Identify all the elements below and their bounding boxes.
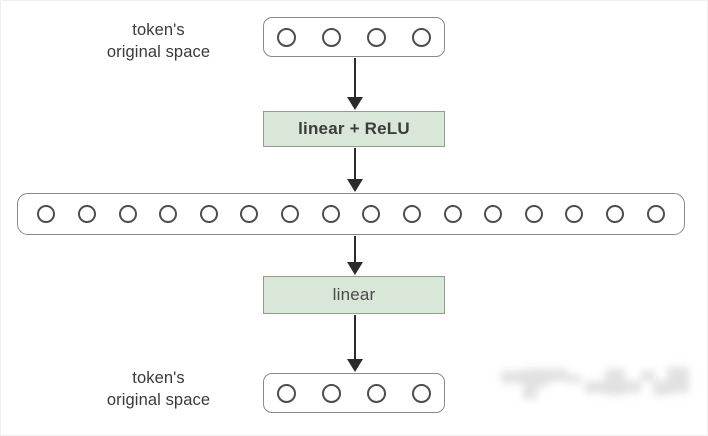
unit-circle xyxy=(606,205,625,223)
unit-circle xyxy=(118,205,137,223)
operation-box-linear: linear xyxy=(263,276,445,314)
blurred-watermark xyxy=(501,367,691,403)
operation-label: linear xyxy=(332,285,376,304)
operation-label: linear + ReLU xyxy=(298,119,410,138)
watermark-block xyxy=(523,387,537,399)
watermark-block xyxy=(667,367,689,393)
arrow-head xyxy=(347,359,363,372)
top-space-label: token's original space xyxy=(106,21,211,61)
arrow-relu-to-hidden-icon xyxy=(347,148,364,192)
unit-circle xyxy=(412,27,431,47)
bottom-space-label: token's original space xyxy=(106,369,211,409)
unit-circle xyxy=(367,27,386,47)
arrow-stem xyxy=(354,58,357,98)
unit-circle xyxy=(277,383,296,403)
unit-circle xyxy=(362,205,381,223)
unit-circle xyxy=(412,383,431,403)
arrow-head xyxy=(347,97,363,110)
arrow-head xyxy=(347,262,363,275)
unit-circle xyxy=(321,205,340,223)
unit-circle xyxy=(322,27,341,47)
watermark-block xyxy=(523,369,549,387)
expanded-hidden-vector-box xyxy=(17,193,685,235)
unit-circle xyxy=(281,205,300,223)
unit-circle xyxy=(484,205,503,223)
unit-circle xyxy=(322,383,341,403)
arrow-linear-to-output-icon xyxy=(347,315,364,372)
watermark-block xyxy=(625,381,641,393)
arrow-stem xyxy=(354,236,357,263)
unit-circle xyxy=(77,205,96,223)
unit-circle xyxy=(402,205,421,223)
watermark-block xyxy=(653,381,671,395)
operation-box-linear-relu: linear + ReLU xyxy=(263,111,445,147)
unit-circle xyxy=(240,205,259,223)
unit-circle xyxy=(443,205,462,223)
watermark-block xyxy=(567,375,581,383)
watermark-block xyxy=(585,381,605,393)
watermark-block xyxy=(641,371,655,381)
unit-circle xyxy=(159,205,178,223)
arrow-hidden-to-linear-icon xyxy=(347,236,364,275)
unit-circle xyxy=(565,205,584,223)
unit-circle xyxy=(646,205,665,223)
unit-circle xyxy=(367,383,386,403)
input-token-vector-box xyxy=(263,17,445,57)
watermark-block xyxy=(605,369,625,395)
output-token-vector-box xyxy=(263,373,445,413)
arrow-head xyxy=(347,179,363,192)
unit-circle xyxy=(524,205,543,223)
arrow-input-to-relu-icon xyxy=(347,58,364,110)
watermark-block xyxy=(549,369,567,381)
arrow-stem xyxy=(354,315,357,360)
unit-circle xyxy=(199,205,218,223)
arrow-stem xyxy=(354,148,357,180)
unit-circle xyxy=(37,205,56,223)
watermark-block xyxy=(501,371,523,383)
unit-circle xyxy=(277,27,296,47)
